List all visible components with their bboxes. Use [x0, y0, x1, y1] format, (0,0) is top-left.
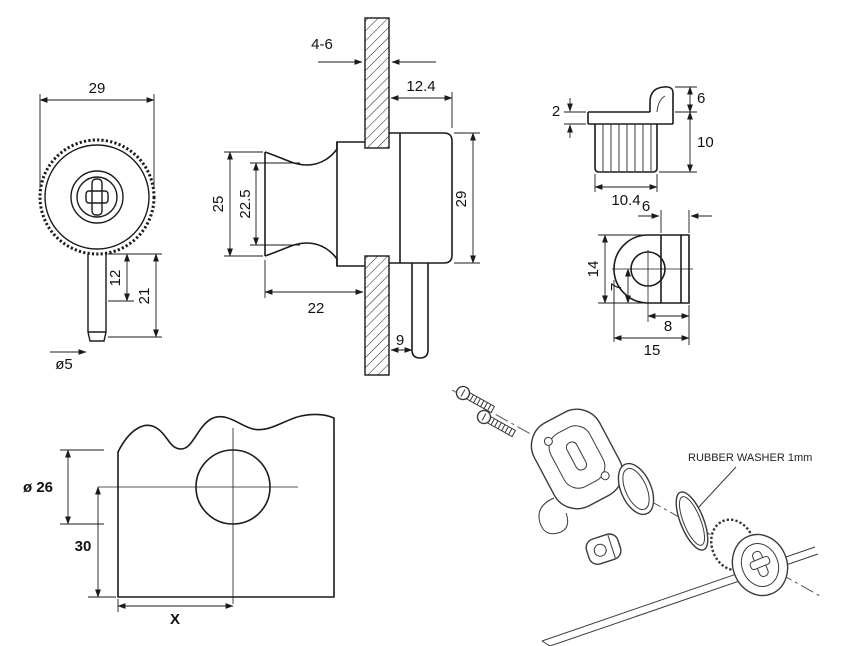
- dim-label-knob-dia: 25: [210, 196, 227, 213]
- trim-ring: [617, 462, 655, 516]
- exploded-assembly-view: RUBBER WASHER 1mm: [451, 385, 821, 646]
- front-view: 29 12 21 ø5: [38, 80, 162, 373]
- screw: [476, 409, 517, 438]
- dim-label-panel-thickness: 4-6: [311, 36, 333, 53]
- dim-label-hole-to-bottom: 7: [608, 283, 625, 291]
- panel-outline: [117, 413, 335, 598]
- ribbed-block: [594, 124, 658, 173]
- panel-upper: [364, 17, 390, 149]
- drill-template-view: ø 26 30 X: [23, 413, 335, 628]
- knurled-rim: [38, 138, 156, 256]
- lock-body: [530, 408, 624, 535]
- screw: [455, 385, 496, 414]
- dim-label-plate-thickness: 2: [552, 103, 560, 120]
- dim-label-waist-dia: 22.5: [237, 189, 254, 218]
- dim-label-block-height: 10: [697, 134, 714, 151]
- cam-clip: [585, 533, 622, 565]
- lock-cylinder: [710, 518, 789, 597]
- dim-label-hook-height: 6: [697, 90, 705, 107]
- washer-leader-line: [697, 466, 737, 509]
- dim-label-body-dia: 29: [453, 191, 470, 208]
- locking-pin: [411, 263, 429, 359]
- dim-label-position-x: X: [170, 611, 180, 628]
- dim-label-stem-dia: ø5: [55, 356, 73, 373]
- dim-label-edge-distance: 30: [75, 538, 92, 555]
- washer-label: RUBBER WASHER 1mm: [688, 452, 812, 464]
- dim-label-front-width: 29: [89, 80, 106, 97]
- dim-label-cam-width: 15: [644, 342, 661, 359]
- dim-label-slot-width: 6: [642, 198, 650, 215]
- cam-top-view: 2 6 10 10.4: [552, 86, 714, 209]
- dim-label-stem-total: 21: [136, 288, 153, 305]
- dim-label-knob-length: 22: [308, 300, 325, 317]
- stem: [87, 254, 107, 342]
- side-view: 4-6 12.4 25 22.5 29 22 9: [210, 17, 480, 376]
- rubber-washer: [675, 491, 709, 551]
- dim-label-stem-upper: 12: [107, 270, 124, 287]
- cam-body: [613, 234, 690, 304]
- dim-label-head-depth: 12.4: [406, 78, 435, 95]
- dim-label-block-width: 10.4: [611, 192, 640, 209]
- key-slot: [91, 178, 103, 216]
- dim-label-cam-height: 14: [585, 261, 602, 278]
- panel-lower: [364, 255, 390, 376]
- dim-label-hole-to-edge: 8: [664, 318, 672, 335]
- cam-front-view: 6 14 7 8 15: [585, 198, 712, 359]
- dim-label-pin-offset: 9: [396, 332, 404, 349]
- dim-label-hole-dia: ø 26: [23, 479, 53, 496]
- cam-hook: [649, 86, 674, 124]
- lock-cylinder-body: [389, 132, 453, 264]
